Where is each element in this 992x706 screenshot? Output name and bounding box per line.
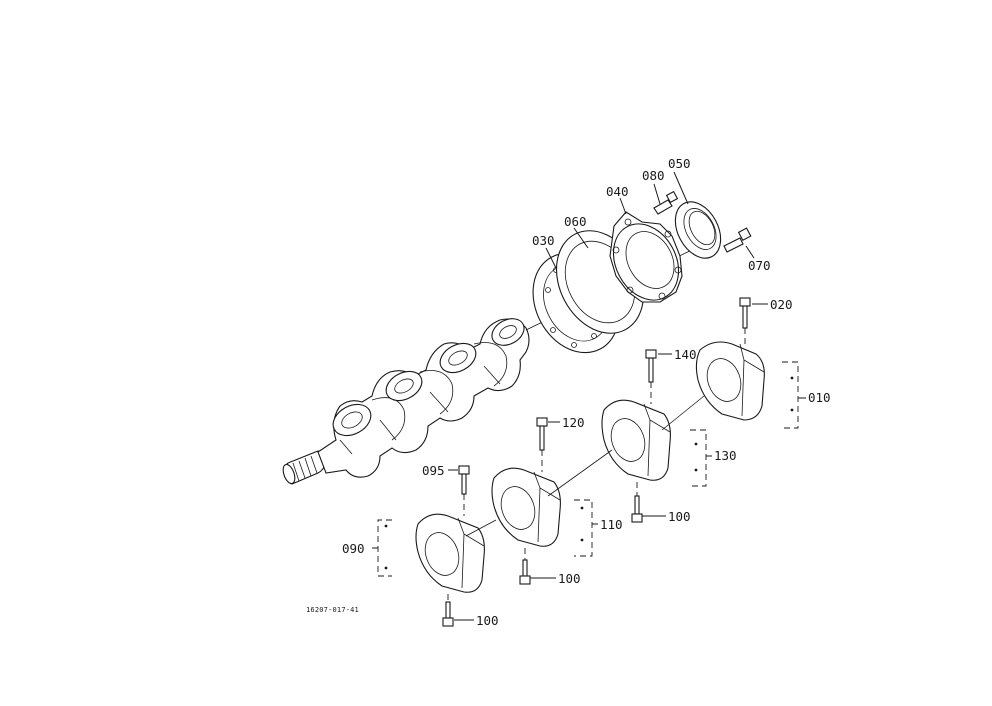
callout-140: 140 [674,347,697,362]
callout-030: 030 [532,233,555,248]
callout-020: 020 [770,297,793,312]
callout-050: 050 [668,156,691,171]
bolt-020 [739,297,751,346]
bolt-100-under-090 [442,594,454,627]
bearing-case-110 [491,467,593,557]
callout-070: 070 [748,258,771,273]
oil-seal-case-040 [609,211,683,303]
callout-100-right: 100 [668,509,691,524]
callout-060: 060 [564,214,587,229]
bolt-100-under-130 [631,482,643,523]
callout-130: 130 [714,448,737,463]
bolt-070 [723,227,752,253]
oil-seal-050 [674,201,722,259]
crankshaft [282,318,530,485]
callout-110: 110 [600,517,623,532]
drawing-code: 16207-017-41 [306,606,359,614]
bearing-case-130 [601,399,707,487]
alignment-line-3 [661,395,705,431]
bolt-080 [653,190,679,215]
callout-120: 120 [562,415,585,430]
callout-095: 095 [422,463,445,478]
bolt-140 [645,349,657,404]
callout-040: 040 [606,184,629,199]
leader-lines [372,171,806,621]
pin-095 [458,465,470,516]
bolt-100-under-110 [519,548,531,585]
bearing-case-090 [377,513,485,593]
callout-100-middle: 100 [558,571,581,586]
alignment-line-1 [465,519,497,537]
callout-010: 010 [808,390,831,405]
alignment-line-2 [547,449,613,497]
crankshaft-body [317,318,530,478]
callout-100-bottom: 100 [476,613,499,628]
bolt-120 [536,417,548,472]
bearing-case-010 [695,341,799,429]
callout-080: 080 [642,168,665,183]
callout-090: 090 [342,541,365,556]
